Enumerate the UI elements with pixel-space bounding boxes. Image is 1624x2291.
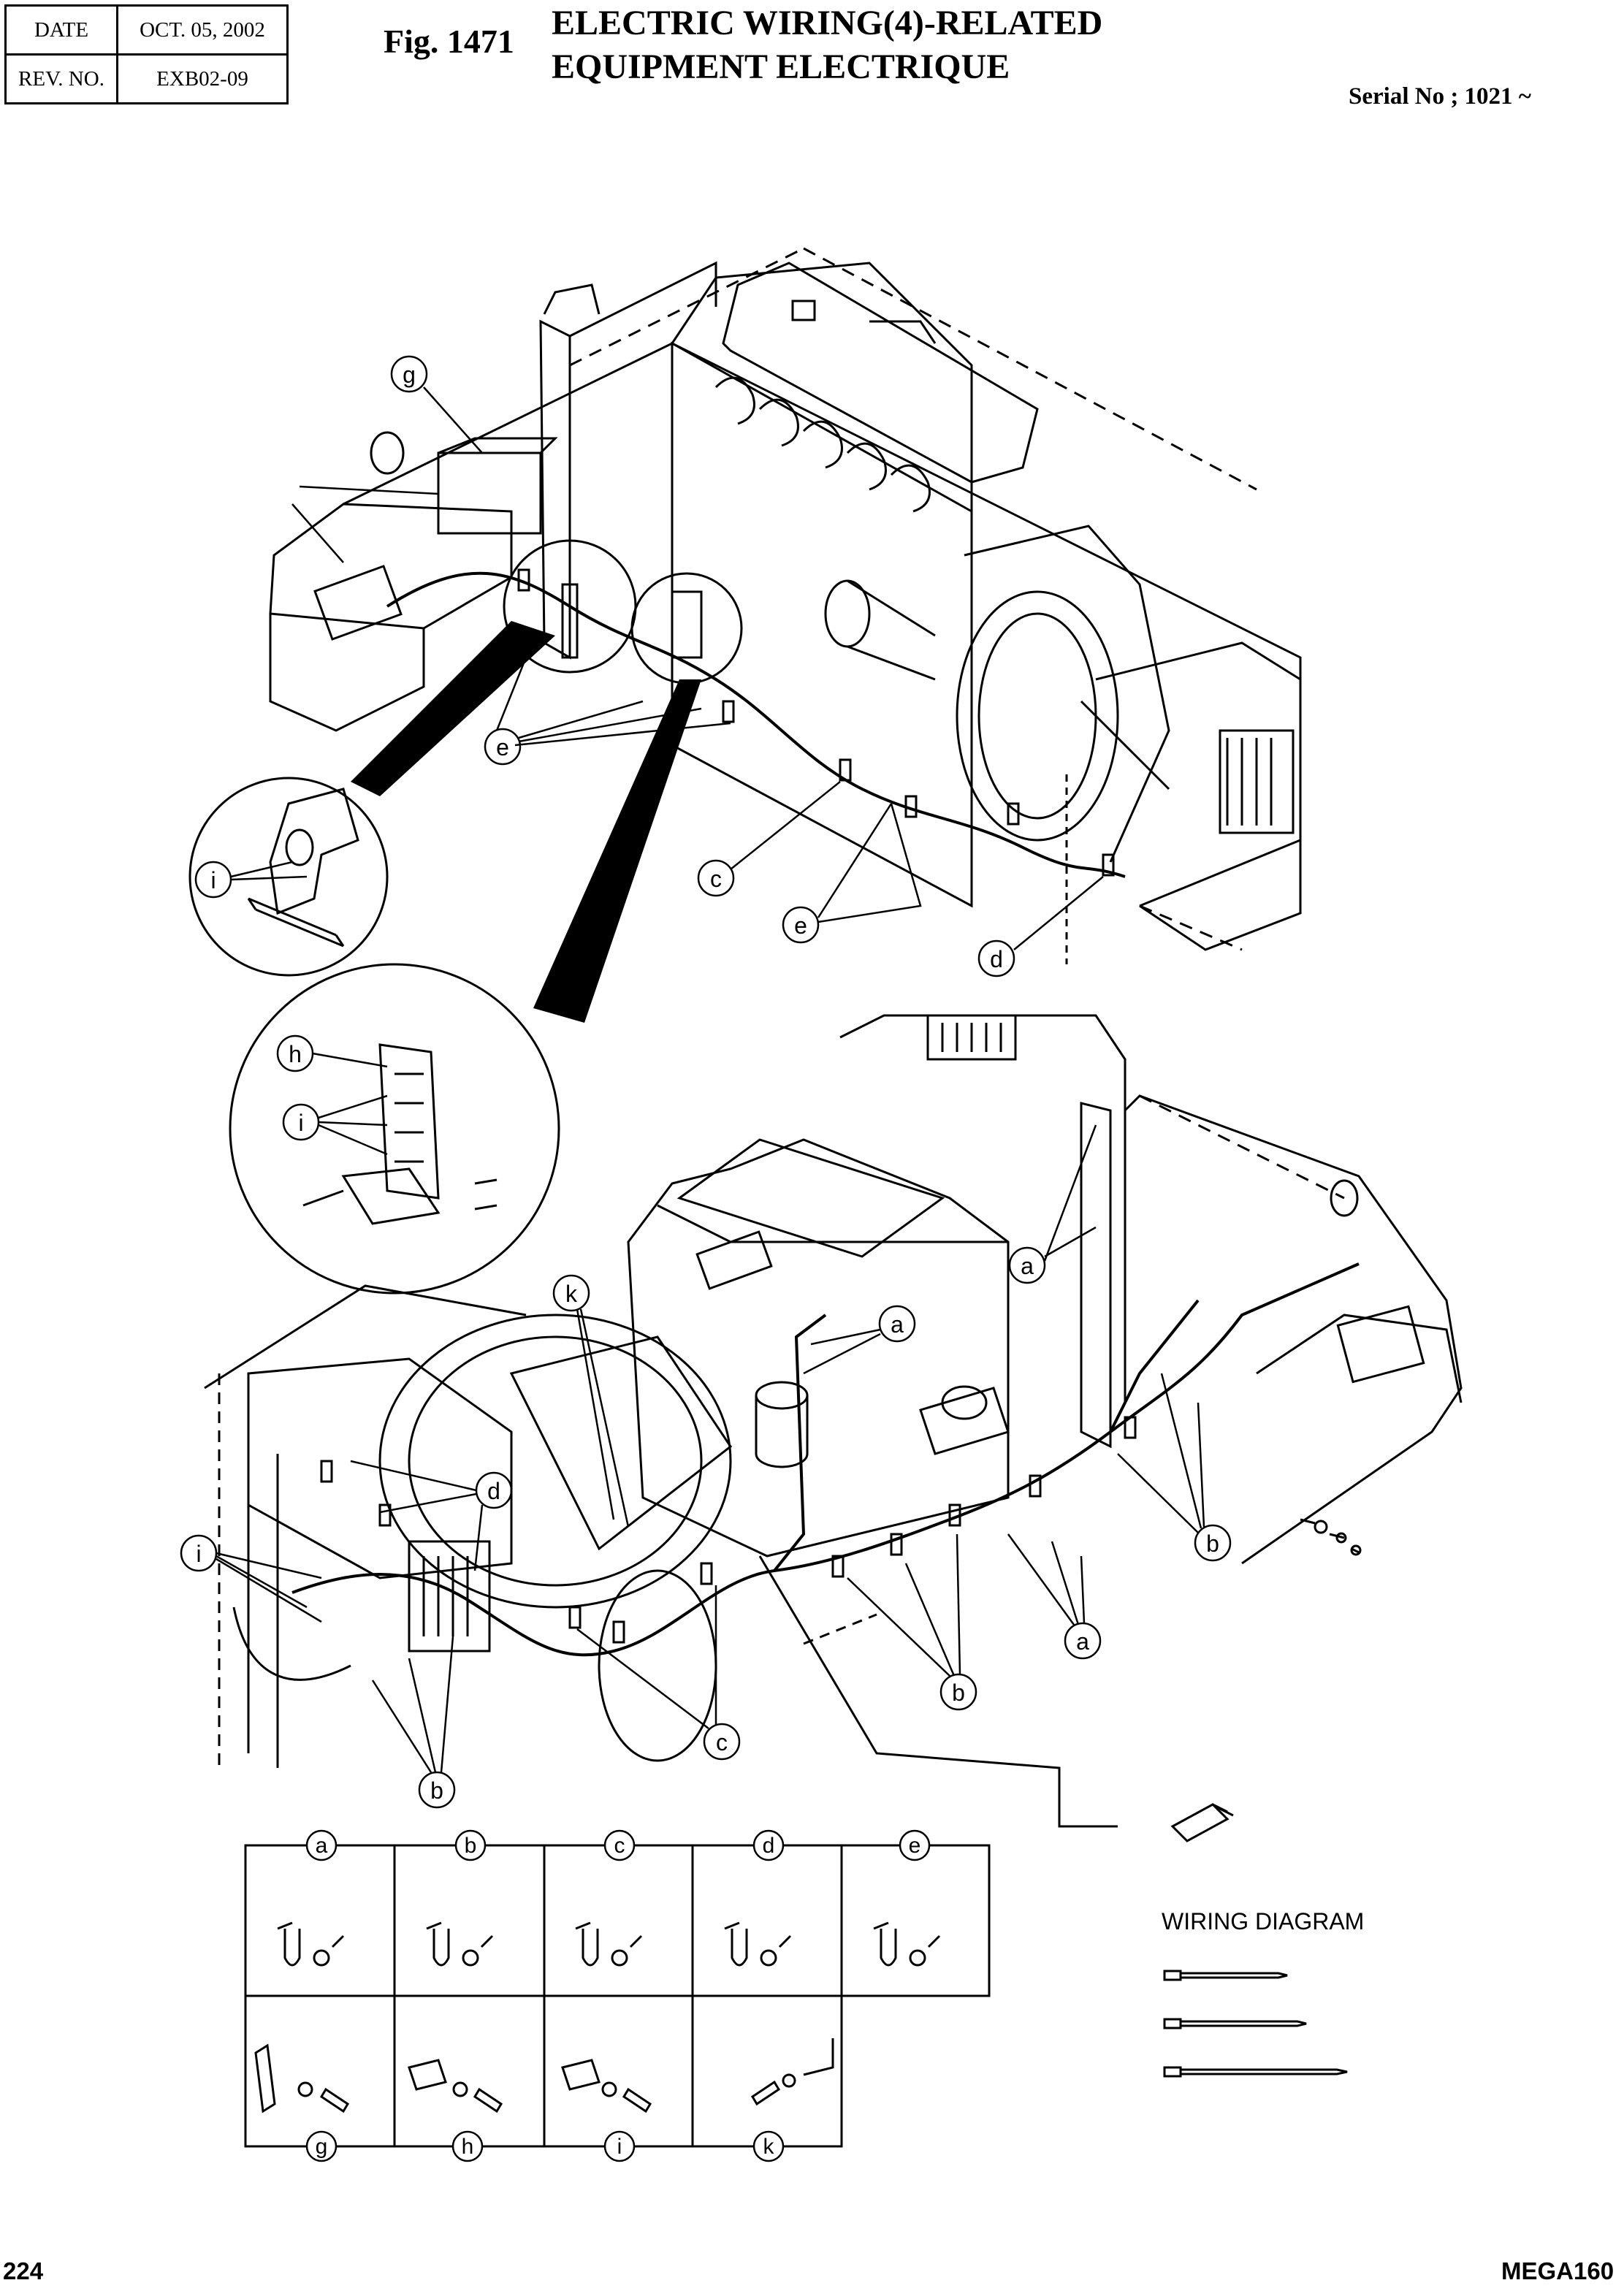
lower-engine-assembly — [204, 1014, 1463, 1828]
revision-row: REV. NO. EXB02-09 — [4, 53, 289, 104]
callout-a-right-label: a — [1021, 1253, 1034, 1279]
callout-e-mid-label: e — [794, 912, 807, 939]
legend-label-e: e — [909, 1834, 921, 1858]
callout-i-lower-label: i — [196, 1541, 201, 1567]
zoom-wedge-2 — [533, 679, 701, 1023]
legend-label-b: b — [465, 1834, 477, 1858]
callout-d-lower-label: d — [487, 1478, 500, 1504]
legend-circle-b — [454, 1829, 487, 1861]
legend-label-g: g — [316, 2135, 328, 2159]
callout-b-lower-left-label: b — [430, 1777, 443, 1804]
date-row: DATE OCT. 05, 2002 — [4, 4, 289, 56]
zoom-detail-relay — [188, 777, 389, 977]
model-code: MEGA160 — [1501, 2257, 1615, 2284]
callouts: g e c e d i h i a — [180, 355, 1232, 1809]
legend-label-c: c — [614, 1834, 625, 1858]
callout-a-mid-label: a — [891, 1311, 904, 1338]
callout-c-lower-label: c — [716, 1729, 728, 1756]
detail-circle-upper — [503, 539, 743, 685]
cable-tie-short — [1163, 1970, 1288, 1981]
legend-top-labels: a b c d e — [305, 1829, 931, 1861]
figure-title-line-2: EQUIPMENT ELECTRIQUE — [552, 47, 1010, 86]
cable-tie-medium — [1163, 2018, 1307, 2029]
legend-label-k: k — [763, 2135, 775, 2159]
legend-circle-i — [603, 2130, 636, 2162]
callout-b-right-label: b — [1206, 1530, 1219, 1557]
rev-value: EXB02-09 — [116, 53, 289, 104]
legend-label-d: d — [763, 1834, 775, 1858]
rev-label: REV. NO. — [4, 53, 118, 104]
figure-number: Fig. 1471 — [384, 23, 514, 60]
wiring-diagram-label: WIRING DIAGRAM — [1162, 1908, 1365, 1934]
hardware-legend-grid: a b c d e g h i k — [244, 1829, 991, 2162]
page-number: 224 — [3, 2257, 44, 2284]
date-value: OCT. 05, 2002 — [116, 4, 289, 56]
serial-number: Serial No ; 1021 ~ — [1349, 83, 1531, 110]
callout-a-lower-label: a — [1076, 1628, 1089, 1655]
legend-label-a: a — [316, 1834, 328, 1858]
legend-circle-e — [899, 1829, 931, 1861]
callout-k-label: k — [565, 1281, 578, 1307]
callout-e-upper-label: e — [496, 734, 509, 761]
legend-circle-h — [451, 2130, 484, 2162]
connector-detail — [1170, 1803, 1234, 1842]
callout-g-label: g — [403, 362, 416, 388]
callout-b-mid-label: b — [952, 1680, 965, 1706]
zoom-detail-fuse-block — [229, 963, 560, 1295]
legend-circle-a — [305, 1829, 338, 1861]
cable-ties — [1163, 1970, 1348, 2078]
legend-circle-k — [752, 2130, 785, 2162]
callout-c-upper-label: c — [710, 866, 722, 892]
legend-label-i: i — [617, 2135, 622, 2159]
revision-table: DATE OCT. 05, 2002 REV. NO. EXB02-09 — [4, 4, 289, 104]
zoom-wedge-1 — [351, 621, 555, 796]
callout-i-zoom2-label: i — [298, 1110, 303, 1136]
cable-tie-long — [1163, 2066, 1348, 2078]
legend-label-h: h — [462, 2135, 474, 2159]
callout-h-label: h — [289, 1041, 302, 1067]
figure-title-line-1: ELECTRIC WIRING(4)-RELATED — [552, 4, 1103, 42]
callout-i-zoom1-label: i — [210, 867, 216, 893]
callout-d-upper-label: d — [990, 946, 1003, 972]
date-label: DATE — [4, 4, 118, 56]
legend-circle-c — [603, 1829, 636, 1861]
legend-circle-g — [305, 2130, 338, 2162]
upper-engine-assembly — [269, 247, 1302, 964]
legend-circle-d — [752, 1829, 785, 1861]
